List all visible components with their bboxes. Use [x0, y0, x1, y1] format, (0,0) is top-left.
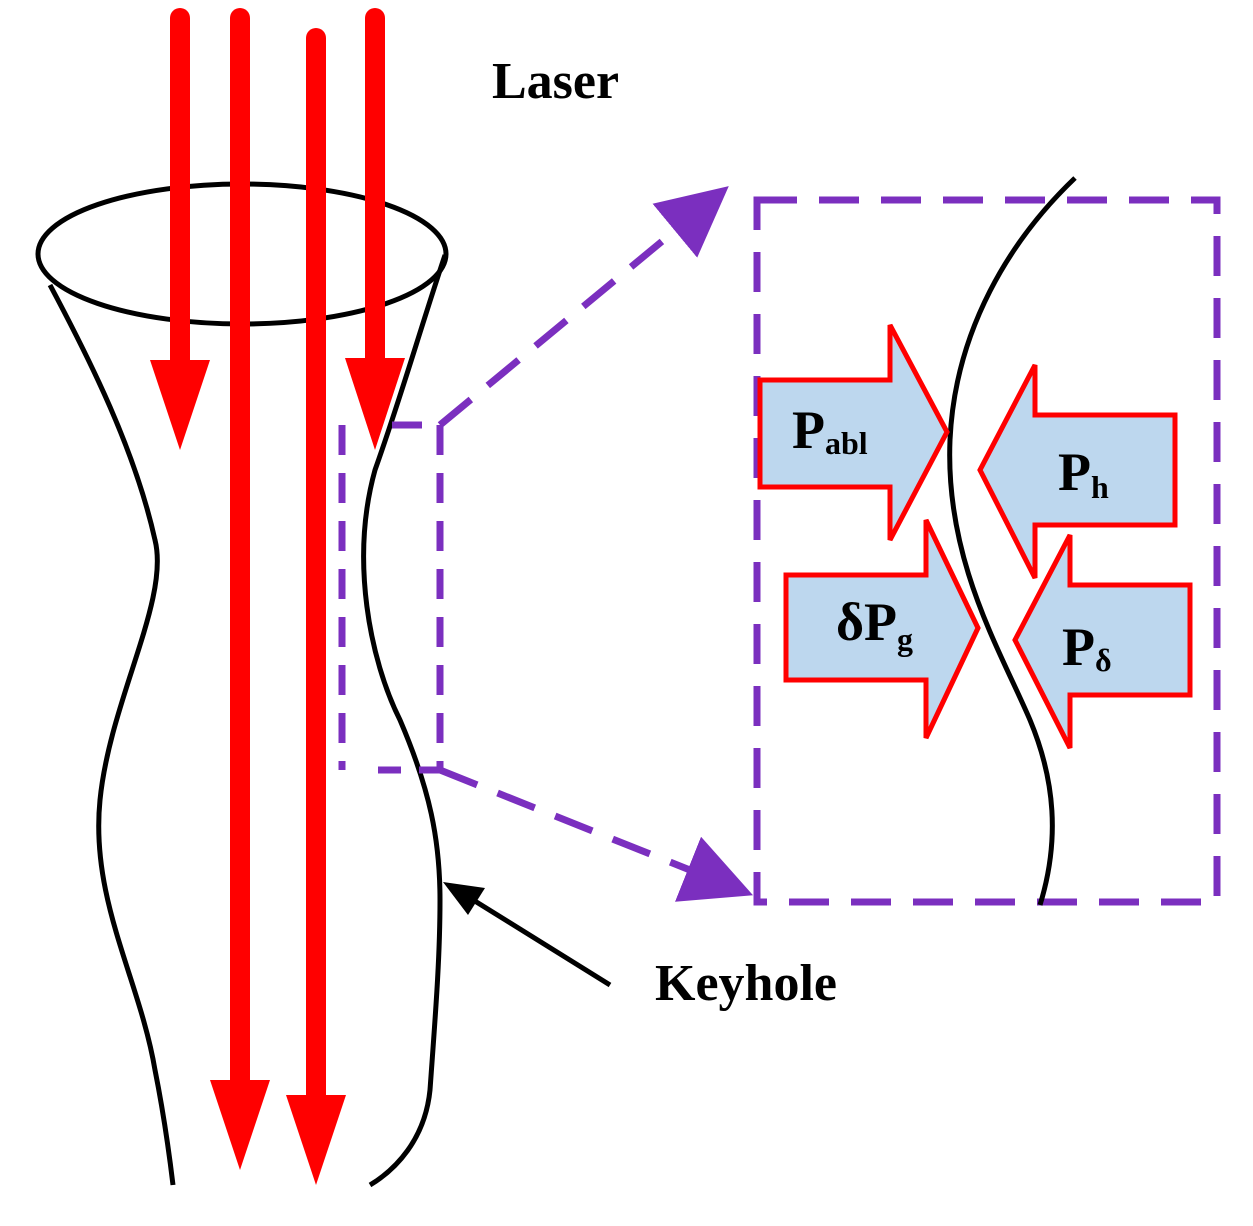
pressure-label-gas: δPg	[836, 592, 913, 657]
pressure-arrow-gas	[783, 518, 981, 740]
zoomed-keyhole-wall	[947, 176, 1077, 906]
pressure-arrow-surface-tension	[1012, 533, 1193, 750]
keyhole-pointer-arrow	[443, 882, 612, 988]
pressure-label-surface-tension: Pδ	[1062, 617, 1112, 678]
pressure-label-ablation: Pabl	[792, 400, 868, 461]
zoom-source-region	[338, 421, 444, 774]
zoom-connector-bottom	[438, 766, 753, 902]
laser-beams	[150, 8, 405, 1185]
laser-arrow	[345, 8, 405, 450]
keyhole-right-wall	[361, 254, 448, 1188]
laser-arrow	[286, 28, 346, 1185]
zoom-detail-frame	[753, 196, 1221, 906]
pressure-arrow-ablation	[757, 323, 950, 542]
keyhole-left-wall	[47, 283, 176, 1186]
laser-arrow	[210, 8, 270, 1170]
laser-arrow	[150, 8, 210, 450]
zoom-connector-top	[437, 186, 729, 428]
pressure-label-hydrostatic: Ph	[1058, 442, 1109, 505]
keyhole-label: Keyhole	[655, 955, 837, 1012]
laser-label: Laser	[492, 53, 619, 110]
pressure-arrow-hydrostatic	[977, 363, 1178, 580]
